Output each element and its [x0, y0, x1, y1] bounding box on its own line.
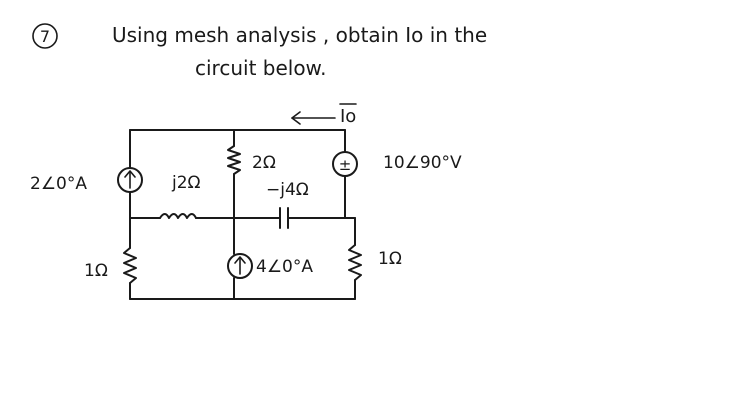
label-inductor: j2Ω — [171, 173, 201, 193]
label-resistor-left: 1Ω — [84, 261, 108, 281]
current-source-middle — [227, 253, 253, 279]
problem-text-line2: circuit below. — [195, 56, 326, 80]
voltage-source-sign: ± — [339, 156, 352, 174]
current-source-left — [117, 167, 143, 193]
label-capacitor: −j4Ω — [266, 180, 309, 200]
label-voltage-source: 10∠90°V — [383, 153, 462, 173]
problem-number: 7 — [40, 27, 50, 46]
voltage-source: ± — [332, 151, 358, 177]
resistor-right — [348, 244, 362, 281]
inductor — [159, 213, 197, 219]
io-label: Io — [340, 106, 356, 127]
label-source-middle: 4∠0°A — [256, 257, 313, 277]
label-resistor-right: 1Ω — [378, 249, 402, 269]
io-arrow — [291, 111, 336, 125]
label-source-left: 2∠0°A — [30, 174, 87, 194]
problem-text-line1: Using mesh analysis , obtain Io in the — [112, 23, 487, 47]
label-resistor-top: 2Ω — [252, 153, 276, 173]
resistor-left — [123, 247, 137, 284]
resistor-top — [227, 145, 241, 175]
problem-number-badge: 7 — [32, 23, 58, 49]
